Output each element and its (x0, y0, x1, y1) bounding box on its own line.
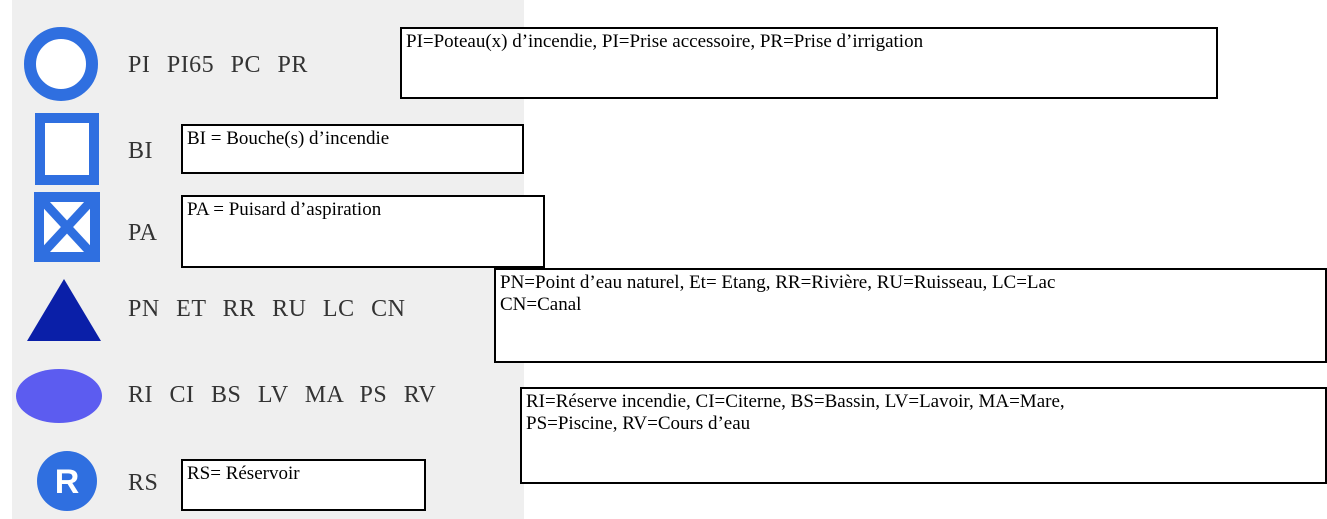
description-point-eau-naturel: PN=Point d’eau naturel, Et= Etang, RR=Ri… (494, 268, 1327, 363)
codes-bouche: BI (128, 138, 153, 164)
codes-poteau: PI PI65 PC PR (128, 52, 308, 78)
description-puisard: PA = Puisard d’aspiration (181, 195, 545, 268)
triangle-icon (27, 279, 101, 341)
square-outline-icon (35, 113, 99, 185)
description-reserve: RI=Réserve incendie, CI=Citerne, BS=Bass… (520, 387, 1327, 484)
codes-reservoir: RS (128, 470, 159, 496)
crossed-box-icon (34, 192, 100, 262)
codes-puisard: PA (128, 220, 158, 246)
codes-reserve: RI CI BS LV MA PS RV (128, 382, 437, 408)
circle-outline-icon (24, 27, 98, 101)
codes-point-eau-naturel: PN ET RR RU LC CN (128, 296, 406, 322)
r-circle-icon: R (37, 451, 97, 511)
ellipse-icon (16, 369, 102, 423)
description-bouche: BI = Bouche(s) d’incendie (181, 124, 524, 174)
r-circle-letter: R (55, 463, 80, 501)
description-poteau: PI=Poteau(x) d’incendie, PI=Prise access… (400, 27, 1218, 99)
description-reservoir: RS= Réservoir (181, 459, 426, 511)
